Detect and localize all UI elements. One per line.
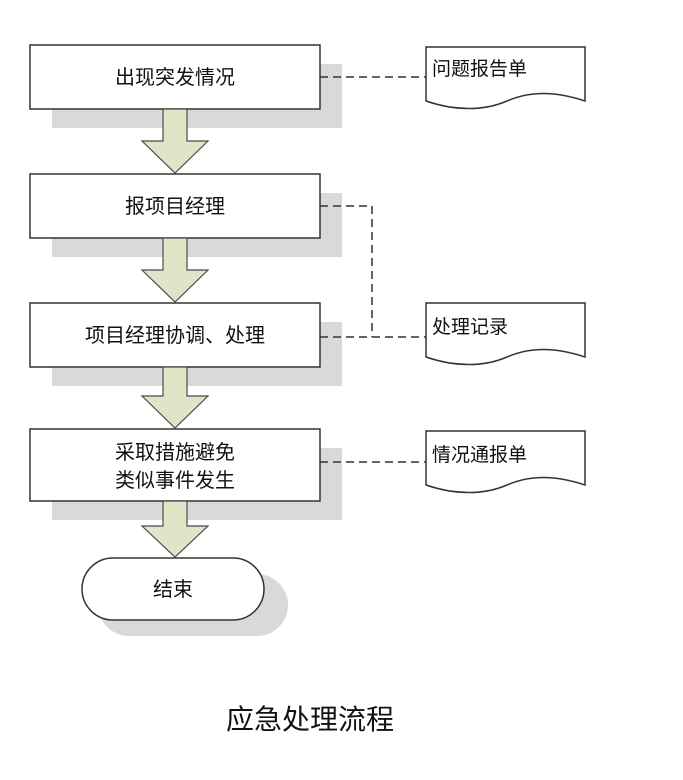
down-arrow-icon — [140, 500, 210, 558]
document-1-shape — [425, 46, 586, 110]
step-3-label: 项目经理协调、处理 — [85, 323, 265, 347]
step-2-label: 报项目经理 — [125, 194, 225, 218]
step-1-box — [29, 44, 321, 110]
terminal-box — [81, 557, 265, 621]
step-1-label: 出现突发情况 — [115, 65, 235, 89]
down-arrow-icon — [140, 108, 210, 174]
document-2-label: 处理记录 — [432, 316, 508, 338]
document-1-label: 问题报告单 — [432, 58, 527, 80]
document-3-label: 情况通报单 — [432, 444, 527, 466]
connector-step2-doc2 — [320, 205, 373, 337]
step-3-box — [29, 302, 321, 368]
document-3-shape — [425, 430, 586, 494]
down-arrow-icon — [140, 366, 210, 429]
diagram-caption: 应急处理流程 — [225, 703, 394, 736]
step-4-label-line-2: 类似事件发生 — [115, 468, 235, 492]
down-arrow-icon — [140, 237, 210, 303]
step-4-box — [29, 428, 321, 502]
document-2-shape — [425, 302, 586, 366]
step-4-label-line-1: 采取措施避免 — [115, 440, 235, 464]
terminal-label: 结束 — [153, 577, 193, 601]
step-2-box — [29, 173, 321, 239]
